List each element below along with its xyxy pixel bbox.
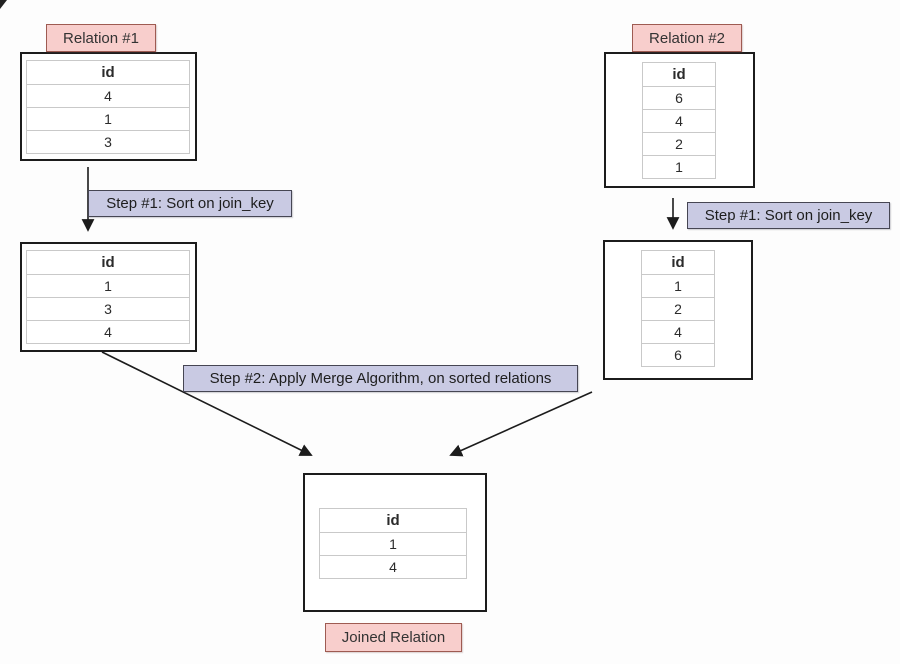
relation2-sorted-box: id 1 2 4 6 [603,240,753,380]
table-row: 3 [26,130,190,154]
table-row: 1 [26,274,190,298]
table-row: 2 [641,297,715,321]
table-row: 6 [642,86,716,110]
step1-right-label: Step #1: Sort on join_key [687,202,890,229]
column-header-id: id [319,508,467,533]
table-row: 1 [319,532,467,556]
arrow-merge-right-icon [449,391,593,457]
relation2-table: id 6 4 2 1 [642,62,716,179]
corner-artifact [0,0,7,9]
table-row: 4 [319,555,467,579]
table-row: 4 [641,320,715,344]
step1-left-label: Step #1: Sort on join_key [88,190,292,217]
relation1-sorted-box: id 1 3 4 [20,242,197,352]
table-row: 6 [641,343,715,367]
table-row: 4 [26,84,190,108]
table-header-row: id [641,250,715,275]
table-row: 4 [642,109,716,133]
column-header-id: id [26,250,190,275]
table-row: 3 [26,297,190,321]
column-header-id: id [26,60,190,85]
table-row: 1 [642,155,716,179]
relation2-box: id 6 4 2 1 [604,52,755,188]
column-header-id: id [642,62,716,87]
joined-relation-box: id 1 4 [303,473,487,612]
joined-relation-table: id 1 4 [319,508,467,579]
table-row: 4 [26,320,190,344]
table-header-row: id [26,60,190,85]
table-header-row: id [642,62,716,87]
step2-merge-label: Step #2: Apply Merge Algorithm, on sorte… [183,365,578,392]
relation1-table: id 4 1 3 [26,60,190,154]
table-row: 2 [642,132,716,156]
relation1-sorted-table: id 1 3 4 [26,250,190,344]
relation2-sorted-table: id 1 2 4 6 [641,250,715,367]
table-row: 1 [26,107,190,131]
table-header-row: id [26,250,190,275]
joined-relation-label: Joined Relation [325,623,462,652]
column-header-id: id [641,250,715,275]
relation1-label: Relation #1 [46,24,156,52]
relation1-box: id 4 1 3 [20,52,197,161]
relation2-label: Relation #2 [632,24,742,52]
table-row: 1 [641,274,715,298]
table-header-row: id [319,508,467,533]
